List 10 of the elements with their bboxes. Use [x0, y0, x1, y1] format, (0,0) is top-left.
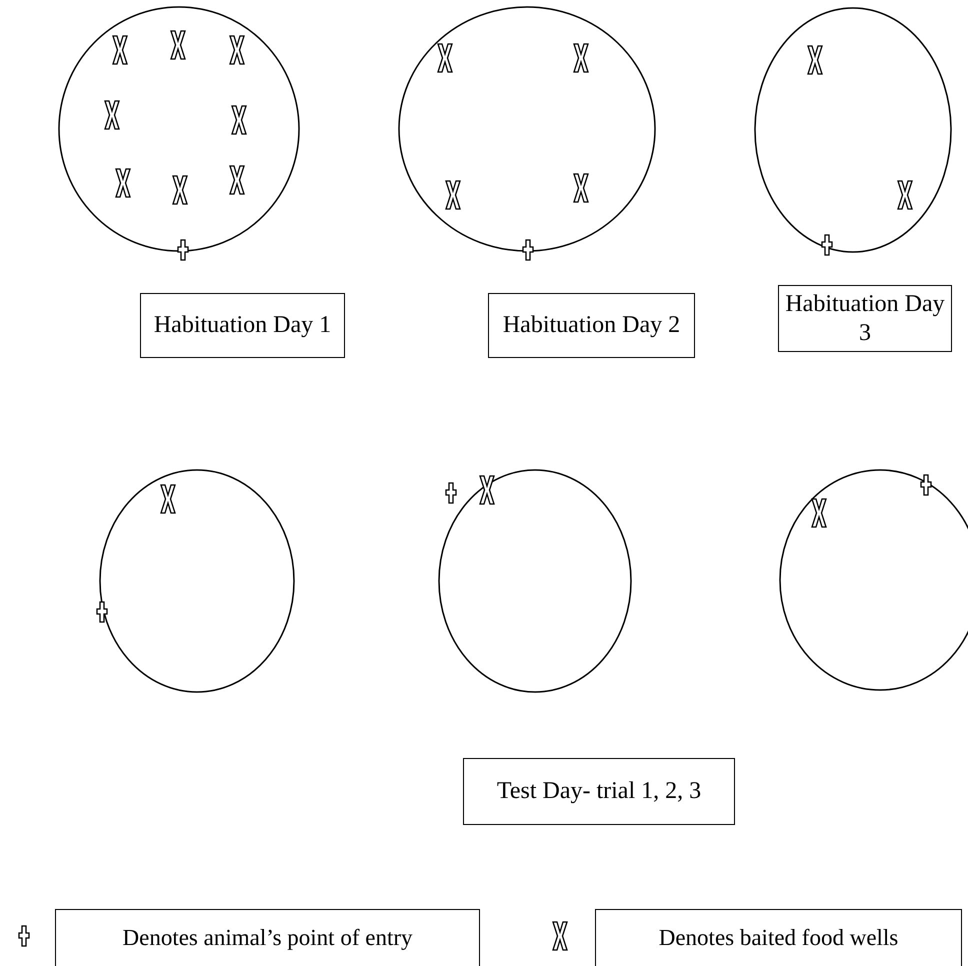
- label-box: [488, 293, 695, 358]
- box-label: Habituation Day 3: [785, 290, 945, 348]
- box-label: Habituation Day 1: [154, 311, 332, 340]
- label-box: [140, 293, 345, 358]
- box-label: Habituation Day 2: [502, 311, 680, 340]
- label-box: [778, 285, 952, 352]
- label-box: [463, 758, 735, 825]
- box-label: Test Day- trial 1, 2, 3: [496, 777, 702, 806]
- legend-text: Denotes animal’s point of entry: [122, 925, 412, 951]
- legend-text: Denotes baited food wells: [658, 925, 898, 951]
